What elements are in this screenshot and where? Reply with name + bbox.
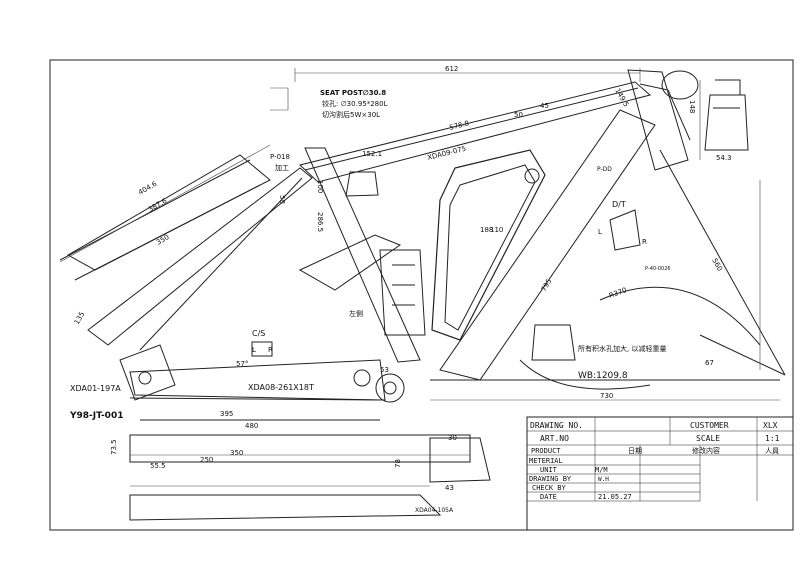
- p018-sub: 加工: [275, 163, 289, 172]
- dim-560: 560: [710, 257, 724, 273]
- xda01-label: XDA01-197A: [70, 384, 121, 393]
- dim-30: 30: [448, 434, 457, 442]
- dim-seat-tube-inner: 387.6: [147, 197, 169, 214]
- tb-date-cn: 日期: [628, 447, 642, 455]
- p40-label: P-40-0026: [645, 266, 671, 272]
- xda075-label: XDA09-075: [427, 145, 467, 162]
- dim-r370: R370: [608, 286, 628, 300]
- dim-50: 50: [514, 111, 523, 119]
- tb-date-value: 21.05.27: [598, 493, 632, 501]
- right-tag: P-DD: [597, 166, 612, 173]
- dim-67: 67: [705, 359, 714, 367]
- dim-73-5: 73.5: [110, 439, 118, 455]
- dim-395: 395: [220, 410, 233, 418]
- xda08-label: XDA08-261X18T: [248, 383, 314, 392]
- seat-post-note-3: 切沟割后5W×30L: [322, 110, 380, 119]
- seat-post-note-2: 铰孔: ∅30.95*280L: [322, 99, 388, 108]
- tb-drawing-by-value: W.H: [598, 476, 609, 483]
- dim-54-3: 54.3: [716, 154, 732, 162]
- dim-43: 43: [445, 484, 454, 492]
- dimension-lines: [59, 68, 780, 487]
- tb-customer-value: XLX: [763, 421, 778, 430]
- y98-label: Y98-JT-001: [69, 411, 123, 421]
- dim-350: 350: [230, 449, 243, 457]
- tb-product-label: PRODUCT: [531, 447, 561, 455]
- dt-l: L: [598, 228, 602, 236]
- tb-drawing-by-label: DRAWING BY: [529, 475, 572, 483]
- tb-scale-label: SCALE: [696, 434, 720, 443]
- cs-l: L: [252, 346, 256, 354]
- tb-scale-value: 1:1: [765, 434, 780, 443]
- tb-unit-value: M/M: [595, 466, 608, 474]
- tb-check-by-label: CHECK BY: [532, 484, 567, 492]
- dim-angle-57: 57°: [236, 360, 248, 368]
- dim-53: 53: [380, 366, 389, 374]
- dim-795: 795: [540, 277, 554, 293]
- cs-label: C/S: [252, 329, 265, 338]
- tb-revise-cn: 修改内容: [692, 446, 720, 455]
- dim-480: 480: [245, 422, 258, 430]
- dim-78: 78: [394, 459, 402, 468]
- tb-art-no-label: ART.NO: [540, 434, 569, 443]
- dim-730: 730: [600, 392, 613, 400]
- dim-152-1: 152.1: [362, 150, 382, 158]
- dim-head-tube: 135: [73, 310, 87, 326]
- dt-label: D/T: [612, 200, 626, 209]
- tb-drawing-no-label: DRAWING NO.: [530, 421, 583, 430]
- dimension-labels: 612 578.8 404.6 387.6 350 135 560 R370 7…: [73, 65, 732, 492]
- left-label: 左側: [349, 309, 363, 318]
- dim-55-5: 55.5: [150, 462, 166, 470]
- dim-188: 188: [480, 226, 493, 234]
- dt-r: R: [642, 238, 647, 246]
- tb-unit-label: UNIT: [540, 466, 558, 474]
- dim-seat-tube: 404.6: [137, 180, 159, 197]
- p018-label: P-018: [270, 153, 290, 161]
- tb-customer-label: CUSTOMER: [690, 421, 729, 430]
- dim-wheelbase: WB:1209.8: [578, 371, 628, 381]
- title-block: DRAWING NO. CUSTOMER XLX ART.NO SCALE 1:…: [526, 416, 794, 531]
- tb-material-label: METERIAL: [529, 457, 563, 465]
- dim-chainstay: 350: [155, 233, 171, 247]
- drawing-border: [49, 59, 794, 531]
- sensor-note: 所有积水孔加大, 以减轻重量: [578, 344, 666, 353]
- dim-45: 45: [540, 102, 549, 110]
- frame-geometry: [59, 69, 786, 521]
- dim-286-5: 286.5: [316, 212, 324, 232]
- tb-date-label: DATE: [540, 493, 557, 501]
- xda04-label: XDA04-105A: [415, 507, 454, 514]
- dim-250: 250: [200, 456, 213, 464]
- dim-58: 58: [278, 195, 286, 204]
- dim-100: 100: [316, 180, 324, 193]
- cs-r: R: [268, 346, 273, 354]
- tb-person-cn: 人員: [765, 447, 779, 455]
- dim-148: 148: [688, 100, 696, 113]
- seat-post-note-1: SEAT POST∅30.8: [320, 89, 386, 97]
- dim-top-length: 612: [445, 65, 458, 73]
- dim-110: 110: [490, 226, 503, 234]
